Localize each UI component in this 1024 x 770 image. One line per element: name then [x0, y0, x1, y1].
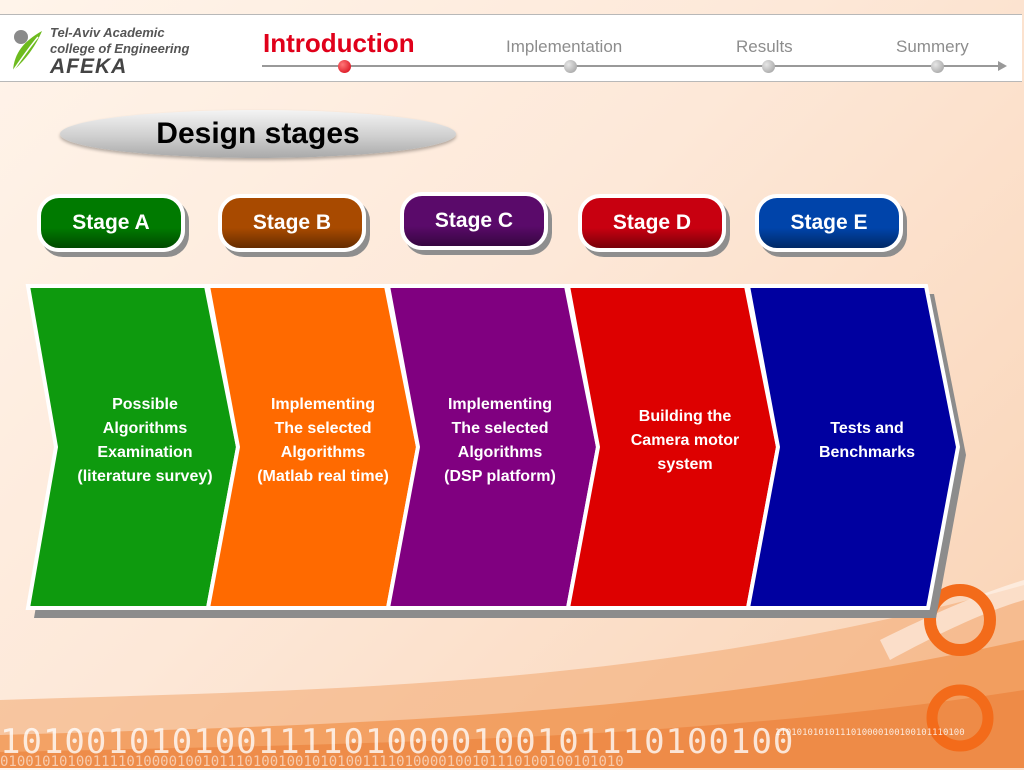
chevron-text-line: Algorithms — [102, 420, 188, 437]
stage-b-button[interactable]: Stage B — [218, 194, 366, 252]
chevron-text-line: Algorithms — [280, 444, 366, 461]
chevron-text-line: system — [657, 456, 713, 473]
leaf-logo-icon — [12, 30, 42, 72]
stage-e-button[interactable]: Stage E — [755, 194, 903, 252]
chevron-text-line: Algorithms — [457, 444, 543, 461]
stage-d-button[interactable]: Stage D — [578, 194, 726, 252]
nav-item-results[interactable]: Results — [736, 37, 793, 56]
nav-dot-implementation[interactable] — [564, 60, 577, 73]
nav-item-introduction[interactable]: Introduction — [263, 28, 415, 58]
nav-track-line — [262, 65, 1000, 67]
chevron-text-line: Benchmarks — [818, 444, 916, 461]
chevron-text-line: Building the — [638, 408, 732, 425]
chevron-text-line: Implementing — [270, 396, 375, 413]
binary-decoration-low: 0100101010011110100001001011101001001010… — [0, 754, 624, 770]
logo-tagline-2: college of Engineering — [50, 41, 190, 56]
header-bar: Tel-Aviv Academic college of Engineering… — [0, 14, 1022, 82]
page-title: Design stages — [60, 110, 456, 158]
chevron-text-line: The selected — [451, 420, 549, 437]
stage-c-button[interactable]: Stage C — [400, 192, 548, 250]
binary-decoration: 1010010101001111010000100101110100100 — [0, 722, 795, 762]
logo-name: AFEKA — [50, 55, 128, 78]
nav-item-summery[interactable]: Summery — [896, 37, 969, 56]
progress-nav: Introduction Implementation Results Summ… — [0, 15, 1022, 81]
nav-item-implementation[interactable]: Implementation — [506, 37, 623, 56]
chevron-text-line: Possible — [112, 396, 178, 413]
logo-tagline-1: Tel-Aviv Academic — [50, 25, 165, 40]
arrow-right-icon — [998, 61, 1007, 71]
chevron-text-line: (DSP platform) — [444, 468, 556, 485]
binary-decoration-small: 11010101010111010000100100101110100 — [775, 728, 965, 738]
chevron-text-line: Camera motor — [630, 432, 740, 449]
nav-dot-results[interactable] — [762, 60, 775, 73]
nav-dot-summery[interactable] — [931, 60, 944, 73]
chevron-text-line: The selected — [274, 420, 372, 437]
chevron-text-line: Examination — [97, 444, 193, 461]
chevron-text-line: (Matlab real time) — [257, 468, 389, 485]
chevron-text-line: (literature survey) — [77, 468, 213, 485]
nav-dot-introduction[interactable] — [338, 60, 351, 73]
chevron-text-line: Tests and — [830, 420, 904, 437]
afeka-logo: Tel-Aviv Academic college of Engineering… — [10, 23, 240, 78]
chevron-text-line: Implementing — [447, 396, 552, 413]
stage-a-button[interactable]: Stage A — [37, 194, 185, 252]
